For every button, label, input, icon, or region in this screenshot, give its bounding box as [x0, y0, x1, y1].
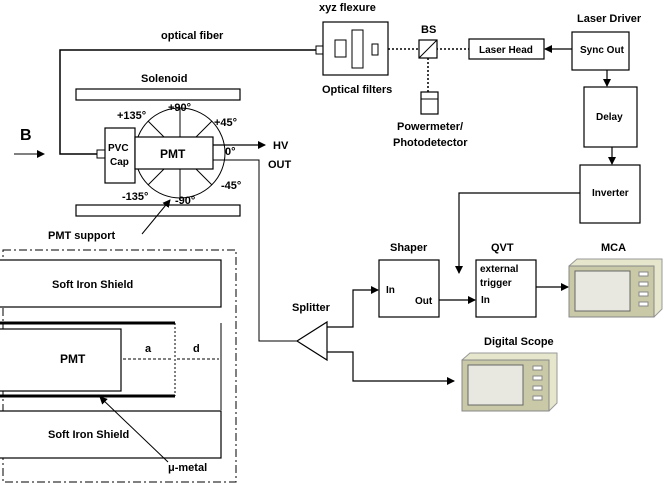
photodetector-label: Photodetector [393, 137, 468, 149]
cap-label: Cap [110, 157, 129, 168]
out-label: OUT [268, 159, 292, 171]
inset-frame [2, 249, 237, 483]
angle-plus45: +45° [214, 117, 237, 129]
mca-device [568, 258, 663, 318]
digital-scope-device [461, 352, 558, 412]
shaper-box [378, 259, 440, 318]
optical-filter-1 [334, 39, 347, 58]
shaper-out-label: Out [415, 296, 433, 307]
laser-head-label: Laser Head [479, 45, 533, 56]
splitter-triangle [295, 320, 328, 362]
solenoid-top-plate [75, 88, 241, 101]
qvt-trigger-label: trigger [480, 278, 512, 289]
b-field-label: B [20, 127, 32, 144]
angle-minus45: -45° [221, 180, 241, 192]
laser-driver-label: Laser Driver [577, 13, 642, 25]
angle-minus135: -135° [122, 191, 148, 203]
xyz-flexure-label: xyz flexure [319, 2, 376, 14]
qvt-label: QVT [491, 242, 514, 254]
optical-filter-3 [371, 43, 379, 56]
shaper-label: Shaper [390, 242, 428, 254]
qvt-external-label: external [480, 264, 519, 275]
pmt-body [134, 136, 214, 170]
mca-label: MCA [601, 242, 626, 254]
dimension-a-label: a [145, 343, 152, 355]
pmt-out-cable [213, 159, 297, 342]
angle-minus90: -90° [175, 195, 195, 207]
angle-plus135: +135° [117, 110, 146, 122]
sync-out-label: Sync Out [580, 45, 625, 56]
qvt-in-label: In [481, 295, 490, 306]
solenoid-label: Solenoid [141, 73, 187, 85]
fiber-connector-right [315, 45, 324, 55]
hv-label: HV [273, 140, 289, 152]
digital-scope-label: Digital Scope [484, 336, 554, 348]
shaper-in-label: In [386, 285, 395, 296]
inverter-box [579, 164, 641, 224]
soft-iron-shield-bottom [0, 410, 222, 459]
powermeter-body [420, 91, 439, 115]
dimension-d-label: d [193, 343, 200, 355]
soft-iron-shield-top [0, 259, 222, 308]
solenoid-bottom-plate [75, 204, 241, 217]
angle-plus90: +90° [168, 102, 191, 114]
soft-iron-shield-top-label: Soft Iron Shield [52, 279, 133, 291]
delay-box [583, 86, 638, 148]
splitter-label: Splitter [292, 302, 331, 314]
delay-label: Delay [596, 112, 623, 123]
bs-label: BS [421, 24, 436, 36]
optical-fiber [59, 49, 316, 155]
fiber-connector-left [96, 149, 106, 159]
mu-metal-label: μ-metal [168, 462, 207, 474]
soft-iron-shield-bottom-label: Soft Iron Shield [48, 429, 129, 441]
pmt-inset-label: PMT [60, 352, 86, 366]
powermeter-label: Powermeter/ [397, 121, 463, 133]
angle-zero: 0° [225, 146, 236, 158]
inverter-label: Inverter [592, 188, 629, 199]
qvt-box [475, 259, 537, 318]
optical-filter-2 [351, 29, 364, 69]
pmt-inset-box [0, 328, 122, 392]
pmt-label: PMT [160, 147, 186, 161]
pvc-label: PVC [108, 143, 129, 154]
optical-fiber-label: optical fiber [161, 30, 224, 42]
sync-out-box [571, 31, 630, 71]
pmt-support-label: PMT support [48, 230, 116, 242]
pvc-cap [104, 127, 136, 184]
optical-filters-label: Optical filters [322, 84, 392, 96]
